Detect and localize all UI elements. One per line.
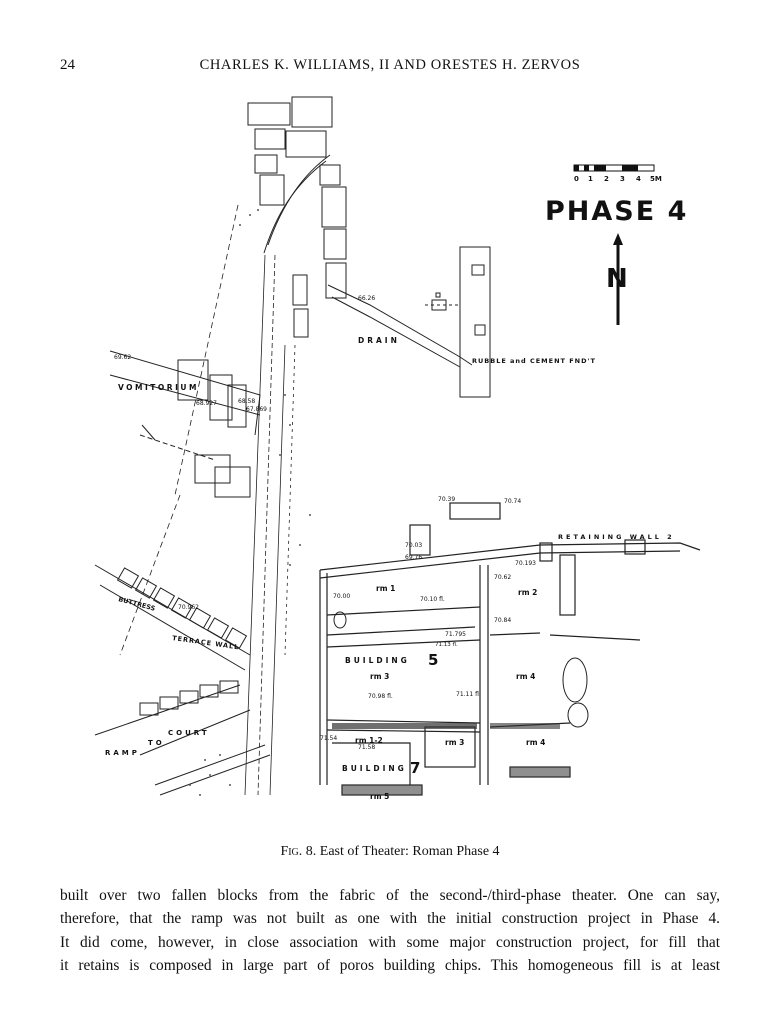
label-room: rm 2 (518, 588, 537, 597)
label-ramp: RAMP (105, 749, 140, 757)
vomitorium-structure (109, 350, 261, 498)
elevation-label: 70.962 (178, 604, 199, 611)
label-room: rm 3 (370, 672, 389, 681)
stipple-areas (189, 209, 311, 796)
running-head: CHARLES K. WILLIAMS, II AND ORESTES H. Z… (199, 57, 581, 73)
retaining-wall (319, 502, 701, 579)
elevation-label: 68.58 (238, 398, 255, 405)
scale-bar: 0 1 2 3 4 5M (573, 164, 662, 183)
label-room: rm 3 (445, 738, 464, 747)
scale-tick: 0 (574, 175, 579, 183)
label-vomitorium: VOMITORIUM (118, 383, 199, 392)
elevation-label: 69.62 (114, 354, 131, 361)
label-court: COURT (168, 729, 210, 737)
scale-tick: 1 (588, 175, 593, 183)
label-room: rm 1 (376, 584, 395, 593)
caption-label: Fig. 8. (280, 844, 317, 859)
body-line: built over two fallen blocks from the fa… (60, 887, 720, 904)
body-text: built over two fallen blocks from the fa… (60, 884, 720, 978)
label-building-5: BUILDING (345, 656, 410, 665)
scale-tick: 4 (636, 175, 641, 183)
label-room: rm 4 (516, 672, 535, 681)
elevation-label: 70.00 (333, 593, 350, 600)
elevation-label: 70.98 fl. (368, 693, 393, 700)
elevation-label: 71.54 (320, 735, 337, 742)
body-line: It did come, however, in close associati… (60, 933, 720, 951)
body-line: it retains is composed in large part of … (60, 957, 720, 975)
elevation-label: 71.13 fl. (435, 642, 458, 648)
elevation-label: 70.84 (494, 617, 511, 624)
label-building-7: BUILDING (342, 764, 407, 773)
scale-tick: 3 (620, 175, 625, 183)
drain-walls (327, 246, 491, 398)
scale-tick: 5M (650, 175, 662, 183)
elevation-label: 71.795 (445, 631, 466, 638)
building-5-rubble (333, 611, 589, 728)
label-room: rm 1-2 (355, 736, 383, 745)
north-letter: N (606, 264, 628, 294)
label-building-5-number: 5 (428, 651, 438, 669)
elevation-label: 70.62 (494, 574, 511, 581)
figure-caption: Fig. 8. East of Theater: Roman Phase 4 (0, 844, 780, 860)
ramp-walls (94, 680, 271, 796)
elevation-label: 68.927 (196, 400, 217, 407)
building-5-walls (319, 554, 641, 796)
label-to: TO (148, 739, 165, 747)
elevation-label: 70.10 fl. (420, 596, 445, 603)
elevation-label: 70.193 (515, 560, 536, 567)
elevation-label: 69.76 (405, 554, 422, 561)
body-line: therefore, that the ramp was not built a… (60, 910, 720, 928)
page-number: 24 (60, 57, 75, 73)
caption-text: East of Theater: Roman Phase 4 (319, 844, 500, 859)
label-building-7-number: 7 (410, 759, 420, 777)
label-retaining-wall: RETAINING WALL 2 (558, 533, 675, 541)
elevation-label: 71.11 fl. (456, 691, 481, 698)
hatched-areas (332, 723, 570, 795)
site-plan-drawing: 0 1 2 3 4 5M PHASE 4 N DRAIN RUBBLE and … (94, 96, 701, 801)
phase-title: PHASE 4 (545, 196, 688, 227)
scale-tick: 2 (604, 175, 609, 183)
label-drain: DRAIN (358, 336, 400, 345)
label-room: rm 5 (370, 792, 389, 801)
label-room: rm 4 (526, 738, 545, 747)
elevation-label: 70.39 (438, 496, 455, 503)
north-passage-walls (247, 96, 347, 338)
label-rubble: RUBBLE and CEMENT FND'T (472, 357, 596, 365)
elevation-label: 70.03 (405, 542, 422, 549)
elevation-label: 70.74 (504, 498, 521, 505)
passage-outline (119, 204, 296, 796)
figure-plan: 0 1 2 3 4 5M PHASE 4 N DRAIN RUBBLE and … (80, 95, 720, 825)
buttress-terrace (94, 564, 251, 671)
elevation-label: 67.869 (246, 406, 267, 413)
north-arrow-icon: N (606, 233, 628, 325)
elevation-label: 71.58 (358, 744, 375, 751)
label-terrace-wall: TERRACE WALL (172, 634, 240, 651)
elevation-label: 66.26 (358, 295, 375, 302)
